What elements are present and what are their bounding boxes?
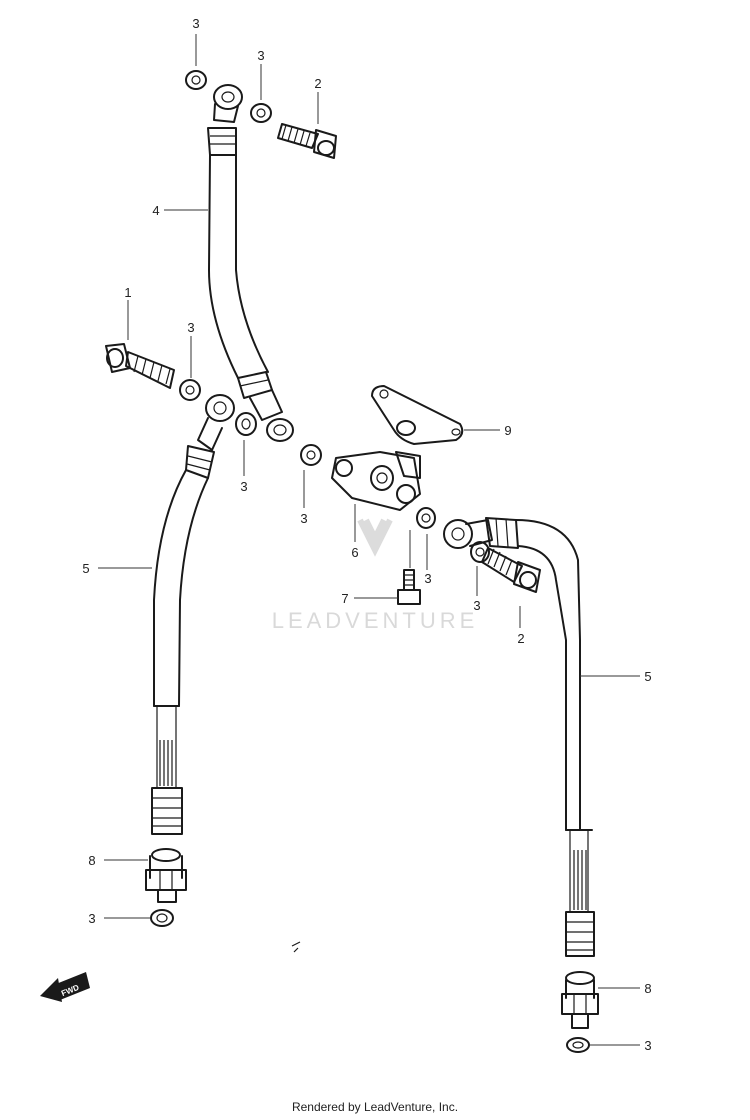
callout-8-right: 8 — [644, 981, 651, 996]
union-bolt-left[interactable] — [105, 343, 175, 389]
washer-bottom-left[interactable] — [150, 909, 174, 927]
callout-3-top-mid: 3 — [257, 48, 264, 63]
callout-2-top: 2 — [314, 76, 321, 91]
washer-left-mid[interactable] — [179, 379, 201, 401]
right-brake-hose[interactable] — [443, 517, 595, 957]
callout-3-right-b: 3 — [473, 598, 480, 613]
callout-3-left-mid: 3 — [187, 320, 194, 335]
footer-credit: Rendered by LeadVenture, Inc. — [291, 1100, 459, 1114]
callout-3-bottom-right: 3 — [644, 1038, 651, 1053]
callout-5-right: 5 — [644, 669, 651, 684]
callout-3-bottom-left: 3 — [88, 911, 95, 926]
upper-brake-hose[interactable] — [207, 84, 294, 442]
callout-1: 1 — [124, 285, 131, 300]
hose-fitting-right[interactable] — [561, 971, 599, 1029]
callout-7: 7 — [341, 591, 348, 606]
washer-right-a[interactable] — [416, 507, 436, 529]
washer-top-mid[interactable] — [250, 103, 272, 123]
callouts: 3 3 2 4 1 3 9 3 3 5 6 3 3 7 2 5 8 3 8 3 — [82, 16, 651, 1053]
callout-3-union-left: 3 — [240, 479, 247, 494]
callout-9: 9 — [504, 423, 511, 438]
three-way-joint[interactable] — [331, 451, 421, 511]
union-bolt-top[interactable] — [277, 123, 337, 159]
stray-mark — [291, 941, 301, 953]
joint-bolt[interactable] — [397, 569, 421, 605]
callout-2-right: 2 — [517, 631, 524, 646]
leader-lines — [98, 34, 640, 1046]
washer-union-mid[interactable] — [300, 444, 322, 466]
callout-3-union-mid: 3 — [300, 511, 307, 526]
watermark-text: LEADVENTURE — [272, 608, 479, 633]
forward-arrow-icon: FWD — [40, 972, 90, 1002]
union-bolt-right[interactable] — [481, 547, 541, 593]
callout-3-right-a: 3 — [424, 571, 431, 586]
washer-bottom-right[interactable] — [566, 1037, 590, 1053]
callout-4: 4 — [152, 203, 159, 218]
washer-union-left[interactable] — [235, 412, 257, 436]
watermark-logo: LEADVENTURE — [272, 518, 479, 633]
mounting-bracket[interactable] — [371, 385, 464, 445]
washer-top-left[interactable] — [185, 70, 207, 90]
hose-fitting-left[interactable] — [145, 848, 187, 903]
callout-5-left: 5 — [82, 561, 89, 576]
washer-right-b[interactable] — [470, 541, 490, 563]
callout-3-top-left: 3 — [192, 16, 199, 31]
callout-8-left: 8 — [88, 853, 95, 868]
left-brake-hose[interactable] — [151, 394, 235, 835]
callout-6: 6 — [351, 545, 358, 560]
